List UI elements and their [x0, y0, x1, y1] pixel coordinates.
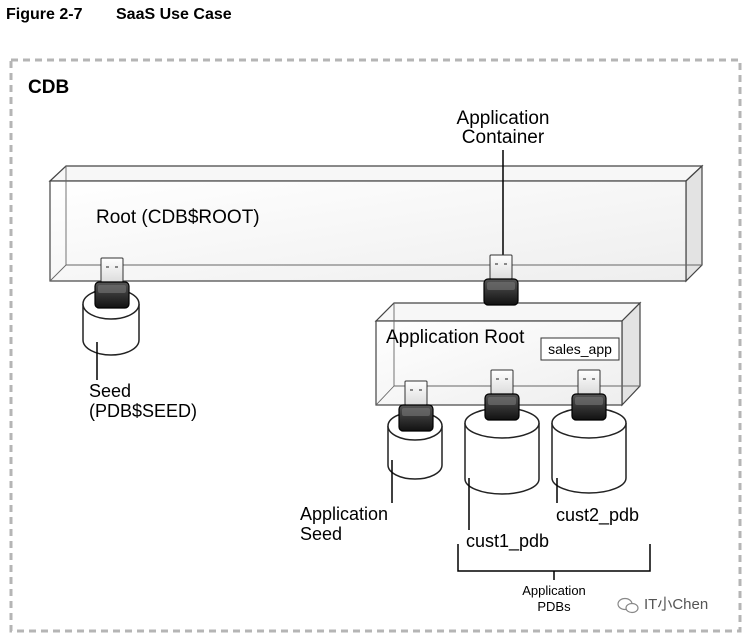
sales-app-box	[540, 337, 620, 361]
cdb-frame	[9, 58, 742, 633]
sales-app-label: sales_app	[548, 341, 612, 357]
cust2-pdb-database	[551, 407, 627, 494]
watermark-text: IT小Chen	[644, 596, 708, 613]
cust1-pdb-database	[464, 407, 540, 495]
root-label: Root (CDB$ROOT)	[96, 207, 260, 228]
app-pdbs-label-line2: PDBs	[537, 599, 571, 614]
cust1-label: cust1_pdb	[466, 531, 549, 552]
wechat-icon	[617, 597, 639, 614]
watermark: IT小Chen	[617, 596, 708, 614]
figure-number: Figure 2-7	[6, 6, 83, 23]
app-container-label-line1: Application	[457, 108, 550, 129]
seed-label-line2: (PDB$SEED)	[89, 401, 197, 421]
seed-label-line1: Seed	[89, 381, 131, 401]
app-container-label-line2: Container	[462, 127, 545, 148]
app-root-label: Application Root	[386, 327, 525, 348]
app-seed-label-line1: Application	[300, 504, 388, 524]
figure-title: SaaS Use Case	[116, 6, 232, 23]
app-pdbs-label-line1: Application	[522, 583, 586, 598]
cust2-label: cust2_pdb	[556, 505, 639, 526]
cdb-label: CDB	[28, 77, 69, 98]
app-seed-label-line2: Seed	[300, 524, 342, 544]
